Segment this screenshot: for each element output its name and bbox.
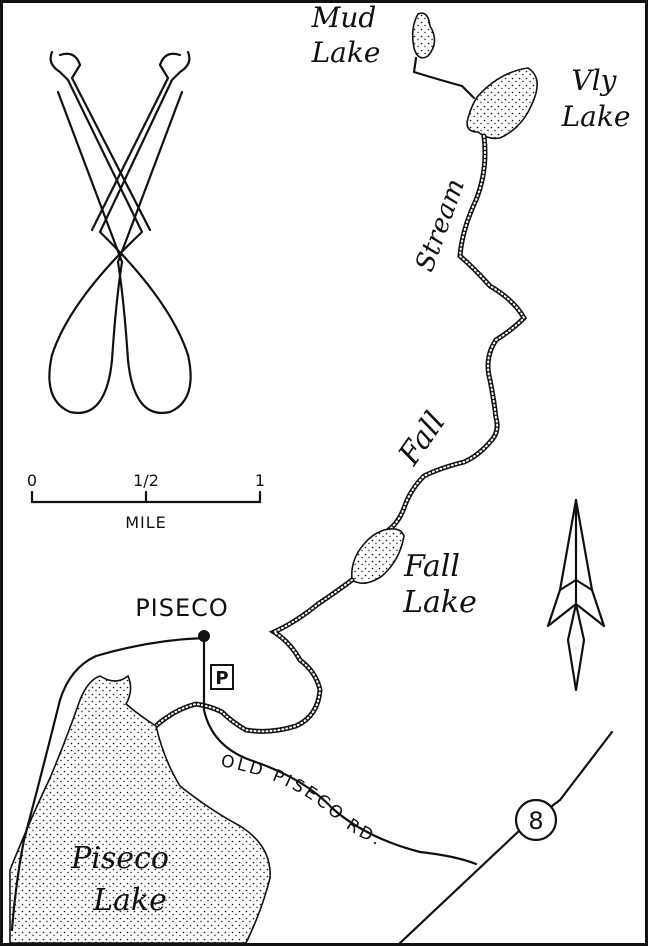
fall-lake-shape — [350, 528, 405, 584]
route-number: 8 — [528, 807, 543, 835]
scale-unit-label: MILE — [125, 513, 167, 532]
mud-lake-label-2: Lake — [311, 36, 381, 69]
scale-bar: 0 1/2 1 MILE — [27, 471, 265, 532]
parking-icon: P — [210, 664, 234, 690]
fall-stream-label: Fall — [391, 406, 452, 473]
town-label: PISECO — [135, 594, 229, 622]
vly-lake-shape — [466, 67, 538, 140]
piseco-lake-label-2: Lake — [92, 883, 167, 918]
parking-label: P — [215, 668, 228, 689]
old-piseco-road — [202, 636, 478, 866]
shore-road — [10, 636, 206, 932]
piseco-lake-shape — [9, 674, 271, 943]
mud-vly-connector — [412, 56, 476, 100]
piseco-town-marker — [198, 630, 210, 642]
route-shield-icon: 8 — [514, 798, 558, 842]
piseco-lake-label-1: Piseco — [70, 841, 169, 876]
mud-lake-shape — [411, 12, 436, 59]
scale-tick-1: 1 — [255, 471, 265, 490]
mud-lake-label-1: Mud — [311, 3, 377, 34]
scale-tick-half: 1/2 — [133, 471, 159, 490]
map-canvas: 0 1/2 1 MILE P 8 Mud Lake Vly — [9, 3, 631, 943]
vly-lake-label-1: Vly — [572, 64, 618, 97]
fall-lake-label-2: Lake — [402, 585, 477, 620]
north-arrow-icon — [546, 498, 606, 692]
crossed-paddles-icon — [48, 50, 192, 415]
scale-tick-0: 0 — [27, 471, 37, 490]
vly-lake-label-2: Lake — [561, 100, 631, 133]
route-8-road — [398, 730, 614, 943]
fall-lake-label-1: Fall — [403, 549, 460, 584]
